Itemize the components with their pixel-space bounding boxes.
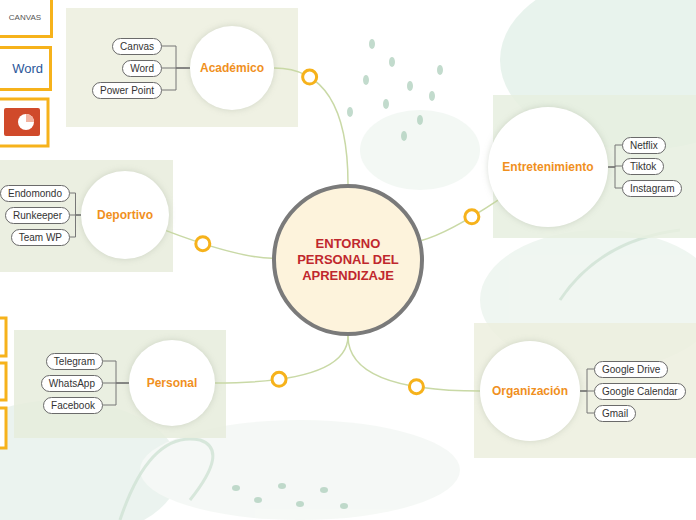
branch-connector <box>421 200 498 240</box>
leaf-pill: Canvas <box>112 38 162 55</box>
leaf-connector <box>162 68 190 90</box>
node-label: Team WP <box>19 232 62 243</box>
leaf-connector <box>580 369 594 391</box>
leaf-pill: Google Calendar <box>594 383 686 400</box>
node-label: Power Point <box>100 85 154 96</box>
ring-dot <box>303 70 317 84</box>
leaf-pill: Telegram <box>46 353 103 370</box>
leaf-connector <box>70 215 81 237</box>
node-label: Word <box>12 61 43 76</box>
leaf-connector <box>580 391 594 413</box>
ring-dot <box>272 372 286 386</box>
leaf-pill: Word <box>122 60 162 77</box>
node-label: Runkeeper <box>13 210 62 221</box>
node-label: Word <box>130 63 154 74</box>
leaf-pill: Instagram <box>622 180 682 197</box>
central-circle: ENTORNO PERSONAL DEL APRENDIZAJE <box>272 184 424 336</box>
branch-connector <box>274 68 348 184</box>
leaf-pill: Power Point <box>92 82 162 99</box>
branch-circle: Entretenimiento <box>488 107 608 227</box>
app-icon-box: CANVAS <box>0 0 53 38</box>
leaf-connector <box>608 145 622 167</box>
leaf-pill: Tiktok <box>622 158 664 175</box>
ring-dot <box>409 380 423 394</box>
node-label: WhatsApp <box>49 378 95 389</box>
node-label: Telegram <box>54 356 95 367</box>
node-label: Gmail <box>602 408 628 419</box>
ring-dot <box>465 210 479 224</box>
node-label: Entretenimiento <box>502 160 593 174</box>
leaf-connector <box>103 383 129 405</box>
branch-circle: Personal <box>129 340 215 426</box>
branch-circle: Académico <box>190 26 274 110</box>
node-label: Personal <box>147 376 198 390</box>
leaf-pill: Team WP <box>11 229 70 246</box>
node-label: Instagram <box>630 183 674 194</box>
branch-circle: Deportivo <box>81 171 169 259</box>
node-label: Google Calendar <box>602 386 678 397</box>
leaf-pill: Gmail <box>594 405 636 422</box>
leaf-pill: Google Drive <box>594 361 668 378</box>
node-label: ENTORNO PERSONAL DEL APRENDIZAJE <box>294 236 402 284</box>
app-icon-box: Word <box>0 46 52 91</box>
leaf-pill: Facebook <box>43 397 103 414</box>
node-label: Facebook <box>51 400 95 411</box>
leaf-pill: Endomondo <box>0 185 70 202</box>
branch-connector <box>166 231 272 259</box>
node-label: Google Drive <box>602 364 660 375</box>
leaf-connector <box>608 167 622 188</box>
node-label: Académico <box>200 61 264 75</box>
ring-dot <box>196 237 210 251</box>
node-label: Deportivo <box>97 208 153 222</box>
leaf-connector <box>162 46 190 68</box>
node-label: Endomondo <box>8 188 62 199</box>
node-label: Canvas <box>120 41 154 52</box>
node-label: Organización <box>492 384 568 398</box>
leaf-pill: WhatsApp <box>41 375 103 392</box>
node-label: CANVAS <box>9 13 41 22</box>
node-label: Tiktok <box>630 161 656 172</box>
leaf-connector <box>70 193 81 215</box>
leaf-pill: Runkeeper <box>5 207 70 224</box>
leaf-connector <box>103 361 129 383</box>
branch-circle: Organización <box>480 341 580 441</box>
leaf-pill: Netflix <box>622 137 666 154</box>
node-label: Netflix <box>630 140 658 151</box>
